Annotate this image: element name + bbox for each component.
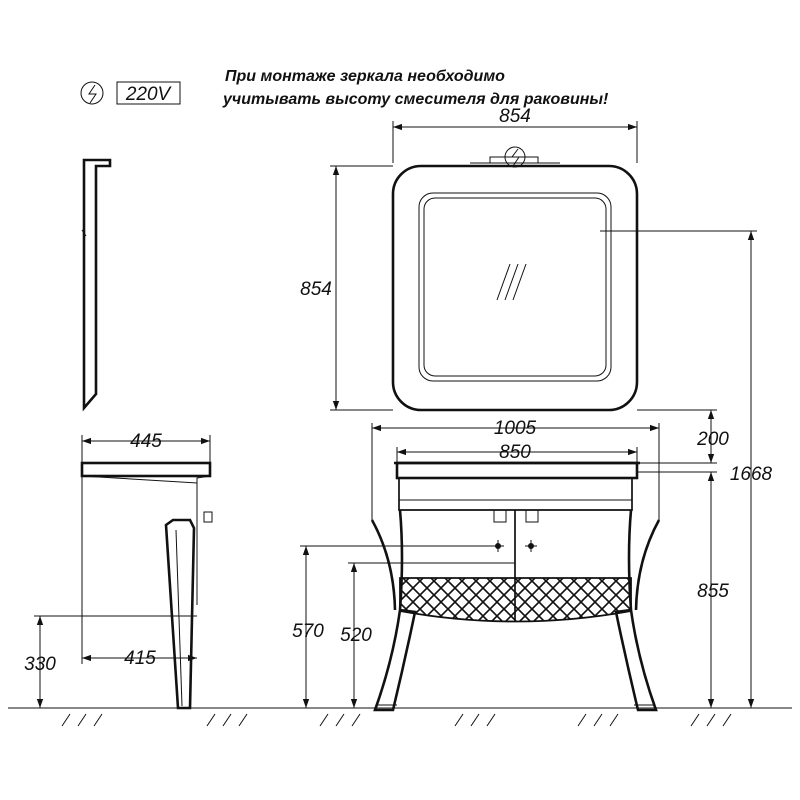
mirror-front-view bbox=[391, 146, 639, 412]
dim-total-width: 1005 bbox=[494, 418, 537, 439]
dim-vanity-height: 855 bbox=[697, 581, 729, 602]
dim-mirror-width: 854 bbox=[499, 106, 531, 127]
floor-line bbox=[8, 707, 792, 727]
mounting-note-line2: учитывать высоту смесителя для раковины! bbox=[222, 91, 609, 108]
dim-basin-width: 850 bbox=[499, 442, 531, 463]
vanity-side-view bbox=[80, 461, 213, 710]
lattice-panel bbox=[399, 577, 632, 623]
lamp-power-icon bbox=[504, 146, 526, 168]
dim-gap-above-basin: 200 bbox=[696, 429, 729, 450]
dim-depth-top: 445 bbox=[130, 431, 162, 452]
voltage-box bbox=[116, 81, 181, 105]
glass-reflection-icon bbox=[496, 263, 527, 301]
dim-height-520: 520 bbox=[340, 625, 372, 646]
power-symbol-icon bbox=[80, 81, 104, 105]
dim-total-height: 1668 bbox=[730, 464, 773, 485]
dim-height-330: 330 bbox=[24, 654, 56, 675]
door-handle-right bbox=[525, 540, 537, 552]
vanity-front-view bbox=[370, 461, 661, 712]
voltage-label: 220V bbox=[125, 84, 173, 105]
mirror-side-view bbox=[81, 158, 112, 412]
dimension-lines bbox=[34, 121, 757, 708]
dim-height-570: 570 bbox=[292, 621, 324, 642]
dim-depth-bottom: 415 bbox=[124, 648, 156, 669]
mounting-note-line1: При монтаже зеркала необходимо bbox=[225, 68, 505, 85]
dim-mirror-height: 854 bbox=[300, 279, 332, 300]
